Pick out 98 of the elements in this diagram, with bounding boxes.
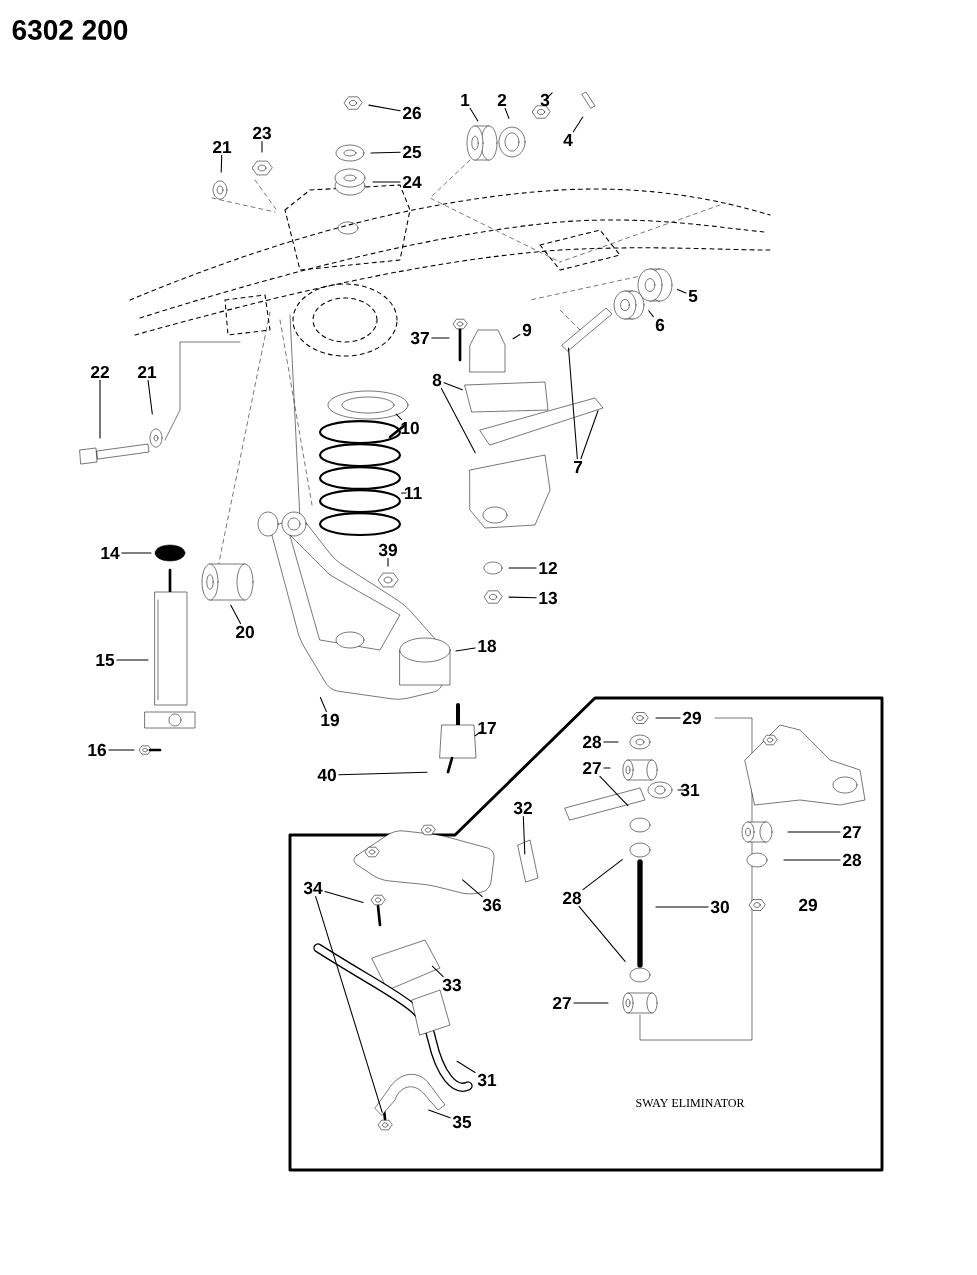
callout-number: 28	[582, 735, 602, 749]
leader-line	[261, 140, 263, 153]
leader-line	[368, 104, 401, 112]
callout-number: 15	[96, 653, 115, 667]
callout-number: 7	[573, 461, 583, 473]
leader-line	[573, 1002, 609, 1004]
leader-line	[370, 151, 401, 154]
leader-line	[372, 181, 401, 183]
leader-line	[572, 116, 584, 133]
callout-number: 29	[682, 711, 701, 725]
callout-number: 22	[90, 365, 109, 379]
leader-line	[603, 767, 611, 769]
leader-line	[787, 831, 841, 833]
leader-line	[599, 775, 629, 807]
callout-number: 5	[688, 289, 698, 303]
callout-number: 35	[452, 1115, 472, 1129]
leader-line	[578, 905, 626, 962]
callout-number: 26	[402, 106, 421, 120]
callout-number: 14	[101, 547, 120, 559]
callout-number: 4	[563, 134, 573, 146]
callout-number: 21	[212, 140, 232, 154]
callout-number: 39	[378, 543, 397, 557]
callout-number: 28	[562, 891, 582, 905]
callout-number: 36	[482, 898, 501, 912]
leader-line	[338, 771, 428, 776]
callout-number: 32	[513, 801, 532, 815]
callout-number: 17	[478, 722, 496, 734]
callout-number: 31	[477, 1073, 497, 1087]
leader-line	[603, 741, 619, 743]
caption-text: SWAY ELIMINATOR	[636, 1098, 745, 1108]
callout-number: 3	[540, 93, 550, 107]
leader-line	[469, 107, 479, 122]
callout-number: 27	[552, 996, 571, 1010]
leader-line	[431, 965, 444, 978]
callout-number: 28	[842, 853, 862, 867]
leader-line	[522, 815, 526, 855]
callout-number: 12	[539, 561, 557, 575]
callout-number: 9	[522, 323, 532, 337]
leader-line	[431, 337, 450, 339]
callout-number: 37	[410, 331, 429, 345]
leader-line	[455, 647, 476, 652]
leader-line	[395, 413, 403, 421]
leader-line	[116, 659, 149, 661]
leader-line	[324, 890, 364, 903]
leader-line	[544, 92, 553, 101]
leader-line	[230, 604, 242, 625]
callout-number: 27	[582, 761, 601, 775]
leader-line	[401, 492, 407, 494]
callout-number: 21	[137, 365, 157, 379]
leader-line	[462, 879, 483, 898]
part-number-heading: 6302 200	[12, 20, 128, 40]
leader-line	[676, 288, 687, 294]
callout-number: 25	[402, 145, 422, 159]
callout-number: 30	[710, 900, 729, 914]
callout-number: 1	[461, 94, 470, 106]
leader-line	[655, 717, 681, 719]
leader-line	[512, 333, 521, 340]
callout-number: 33	[442, 978, 461, 992]
callout-number: 18	[478, 639, 497, 653]
leader-line	[99, 379, 101, 439]
leader-line	[474, 731, 482, 737]
callout-number: 24	[402, 175, 422, 189]
callout-number: 10	[401, 421, 419, 435]
leader-line	[147, 379, 153, 415]
callout-number: 23	[252, 126, 271, 140]
leader-line	[121, 552, 152, 554]
callout-number: 31	[680, 783, 700, 797]
leader-line	[456, 1060, 476, 1074]
leader-line	[508, 596, 537, 599]
callout-number: 29	[798, 898, 817, 912]
callout-number: 13	[539, 591, 557, 605]
callout-number: 27	[842, 825, 861, 839]
leader-line	[783, 859, 841, 861]
callout-number: 2	[497, 93, 507, 107]
leader-line	[428, 1109, 451, 1119]
leader-line	[508, 567, 537, 569]
leader-line	[580, 410, 599, 460]
leader-line	[108, 749, 135, 751]
leader-line	[648, 310, 654, 318]
callout-number: 6	[655, 318, 665, 332]
callout-number: 16	[88, 743, 106, 757]
callout-number: 20	[235, 625, 254, 639]
callout-number: 19	[321, 713, 339, 727]
leader-line	[440, 387, 476, 454]
leader-line	[655, 906, 709, 908]
callout-number: 8	[432, 373, 442, 387]
leader-line	[387, 557, 389, 567]
callout-number: 34	[303, 881, 323, 895]
leader-line	[220, 154, 223, 173]
leader-line	[443, 382, 463, 391]
leader-line	[315, 895, 383, 1113]
leader-line	[582, 859, 623, 891]
leader-line	[567, 347, 578, 460]
callout-number: 11	[404, 487, 422, 499]
leader-line	[504, 107, 510, 119]
leader-line	[677, 789, 687, 791]
callout-number: 40	[317, 768, 336, 782]
leader-line	[319, 696, 327, 713]
